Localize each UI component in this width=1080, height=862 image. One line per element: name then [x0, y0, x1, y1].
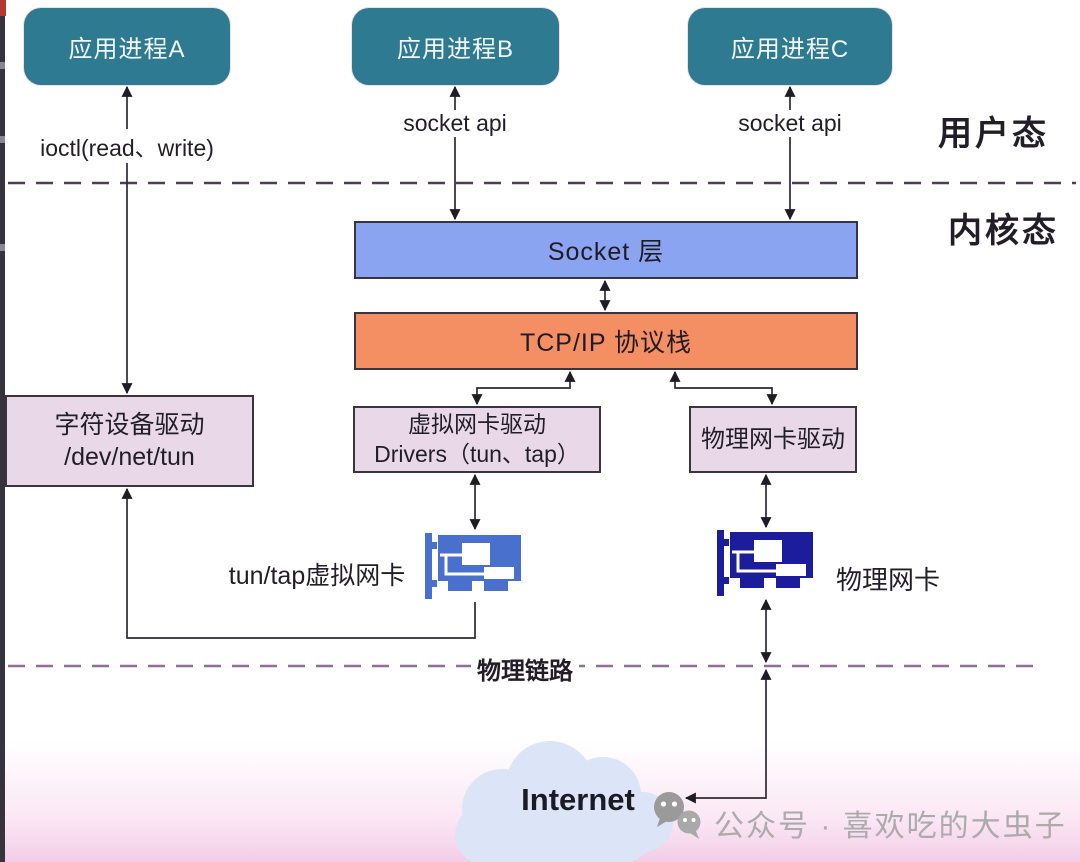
tcpip-stack-label: TCP/IP 协议栈 [519, 329, 693, 357]
watermark-text: 公众号 · 喜欢吃的大虫子 [714, 810, 1067, 843]
physical-nic-icon [717, 530, 813, 596]
window-edge-tick [0, 244, 5, 251]
wechat-icon [654, 792, 701, 839]
virtual-driver-line2: Drivers（tun、tap） [374, 440, 580, 467]
internet-label: Internet [521, 782, 635, 817]
process-box-c: 应用进程C [688, 8, 892, 85]
physical-driver-label: 物理网卡驱动 [701, 425, 845, 453]
window-edge-strip [0, 0, 5, 862]
virtual-nic-icon [425, 533, 521, 599]
char-device-driver-box: 字符设备驱动 /dev/net/tun [5, 395, 254, 487]
socket-layer-label: Socket 层 [547, 238, 665, 266]
window-edge-red-mark [0, 0, 6, 16]
char-driver-line2: /dev/net/tun [64, 443, 195, 471]
socket-api-label-b: socket api [397, 110, 513, 137]
kernel-mode-label: 内核态 [948, 212, 1059, 250]
tcpip-stack-box: TCP/IP 协议栈 [354, 312, 858, 370]
process-a-label: 应用进程A [68, 36, 186, 63]
physical-nic-driver-box: 物理网卡驱动 [689, 406, 857, 473]
ioctl-label: ioctl(read、write) [34, 129, 220, 163]
physical-link-label: 物理链路 [471, 651, 579, 686]
process-c-label: 应用进程C [730, 36, 850, 63]
process-box-b: 应用进程B [352, 8, 559, 85]
window-edge-tick [0, 136, 5, 143]
virtual-driver-line1: 虚拟网卡驱动 [408, 410, 546, 437]
user-mode-label: 用户态 [938, 115, 1049, 153]
virtual-nic-label: tun/tap虚拟网卡 [228, 562, 406, 590]
socket-api-label-c: socket api [732, 110, 848, 137]
physical-nic-label: 物理网卡 [835, 565, 941, 595]
process-box-a: 应用进程A [24, 8, 230, 85]
arrow-link-internet [684, 668, 772, 804]
process-b-label: 应用进程B [396, 36, 514, 63]
arrow-tcpip-physicaldriver [669, 370, 778, 406]
socket-layer-box: Socket 层 [354, 221, 858, 279]
window-edge-tick [0, 62, 5, 69]
arrow-tcpip-virtualdriver [471, 370, 576, 406]
char-driver-line1: 字符设备驱动 [54, 410, 205, 439]
virtual-nic-driver-box: 虚拟网卡驱动 Drivers（tun、tap） [353, 406, 601, 473]
